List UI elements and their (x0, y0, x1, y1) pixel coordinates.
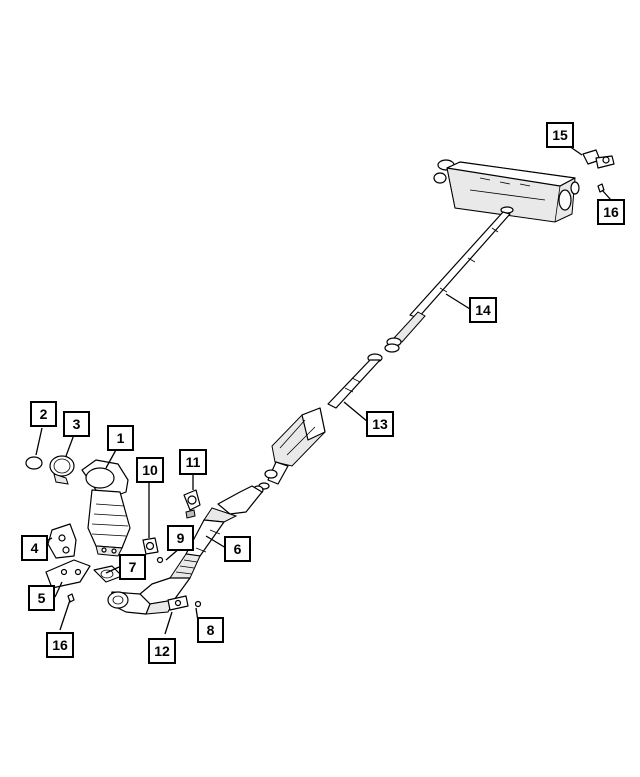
callout-label: 13 (372, 416, 388, 432)
callout-3: 3 (63, 411, 90, 437)
v-band-clamp (49, 455, 75, 485)
gasket-ring (25, 456, 43, 470)
fastener-nut-left (67, 593, 75, 603)
callout-label: 15 (552, 127, 568, 143)
callout-15: 15 (546, 122, 574, 148)
callout-label: 8 (207, 622, 215, 638)
callout-label: 11 (186, 454, 201, 470)
front-pipe (169, 485, 264, 579)
callout-6: 6 (224, 536, 251, 562)
callout-label: 12 (154, 643, 170, 659)
callout-label: 6 (234, 541, 242, 557)
callout-13: 13 (366, 411, 394, 437)
callout-14: 14 (469, 297, 497, 323)
callout-4: 4 (21, 535, 48, 561)
callout-label: 14 (475, 302, 491, 318)
callout-2: 2 (30, 401, 57, 427)
oxygen-sensor-downstream (142, 537, 164, 564)
muffler-assembly (433, 159, 580, 223)
callout-16-front: 16 (46, 632, 74, 658)
callout-label: 5 (38, 590, 46, 606)
manifold-catalytic-converter (81, 459, 131, 557)
callout-9: 9 (167, 525, 194, 551)
callout-label: 16 (603, 204, 619, 220)
catalytic-converter (107, 577, 202, 615)
leader-lines (35, 145, 612, 635)
callout-label: 7 (129, 559, 137, 575)
callout-7: 7 (119, 554, 146, 580)
callout-12: 12 (148, 638, 176, 664)
support-bracket (47, 523, 77, 559)
callout-11: 11 (179, 449, 207, 475)
isolator-hanger (582, 149, 615, 169)
callout-label: 3 (73, 416, 81, 432)
callout-label: 4 (31, 540, 39, 556)
flange-gasket (93, 565, 123, 583)
callout-10: 10 (136, 457, 164, 483)
callout-label: 1 (117, 430, 125, 446)
callout-8: 8 (197, 617, 224, 643)
callout-label: 2 (40, 406, 48, 422)
callout-5: 5 (28, 585, 55, 611)
callout-1: 1 (107, 425, 134, 451)
mounting-bracket (45, 559, 91, 589)
oxygen-sensor-upstream (183, 489, 201, 519)
intermediate-pipe (258, 353, 383, 490)
rear-pipe (384, 211, 511, 353)
callout-label: 9 (177, 530, 185, 546)
callout-label: 10 (142, 462, 158, 478)
callout-label: 16 (52, 637, 68, 653)
callout-16-rear: 16 (597, 199, 625, 225)
